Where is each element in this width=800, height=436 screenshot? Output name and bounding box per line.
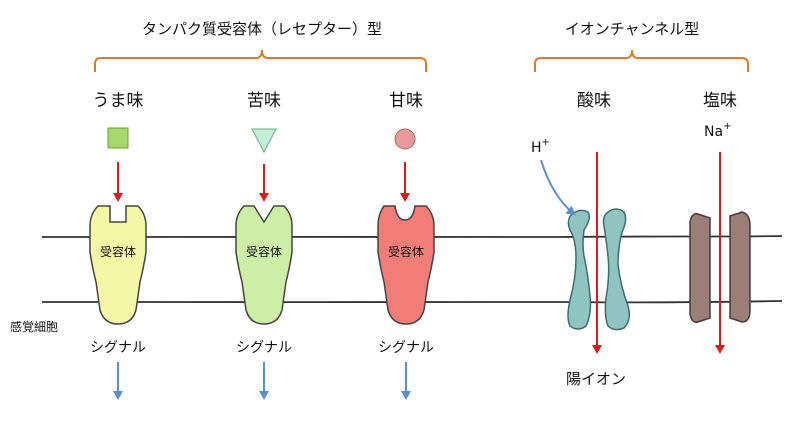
cation-label: 陽イオン <box>566 370 626 388</box>
sweet-receptor <box>377 205 435 325</box>
umami-receptor <box>89 205 147 325</box>
taste-label-bitter: 苦味 <box>247 91 281 111</box>
salty-channel-right <box>729 211 751 323</box>
protein-receptor-group-title: タンパク質受容体（レセプター）型 <box>142 20 382 38</box>
taste-label-umami: うま味 <box>93 91 144 111</box>
sodium-ion-label: Na+ <box>704 121 731 140</box>
sour-channel-left <box>567 209 592 330</box>
bitter-molecule-icon <box>251 128 277 154</box>
bitter-receptor-label: 受容体 <box>246 244 282 259</box>
ion-channel-group-title: イオンチャンネル型 <box>565 20 700 38</box>
sweet-receptor-label: 受容体 <box>388 244 424 259</box>
hydrogen-ion-arrow <box>540 159 576 216</box>
ion-channel-bracket <box>534 49 749 72</box>
taste-label-sweet: 甘味 <box>389 91 423 111</box>
sensory-cell-label: 感覚細胞 <box>10 319 58 334</box>
protein-receptor-bracket <box>94 49 427 72</box>
hydrogen-ion-label: H+ <box>531 137 550 156</box>
bitter-signal-label: シグナル <box>236 340 292 356</box>
taste-label-salty: 塩味 <box>703 91 737 111</box>
sweet-molecule-icon <box>394 128 416 150</box>
sour-channel-right <box>602 208 631 331</box>
umami-molecule-icon <box>107 127 129 149</box>
salty-channel-left <box>689 212 711 324</box>
bitter-receptor <box>235 205 293 325</box>
taste-label-sour: 酸味 <box>577 91 611 111</box>
umami-signal-label: シグナル <box>90 340 146 356</box>
umami-receptor-label: 受容体 <box>100 244 136 259</box>
sweet-signal-label: シグナル <box>378 340 434 356</box>
